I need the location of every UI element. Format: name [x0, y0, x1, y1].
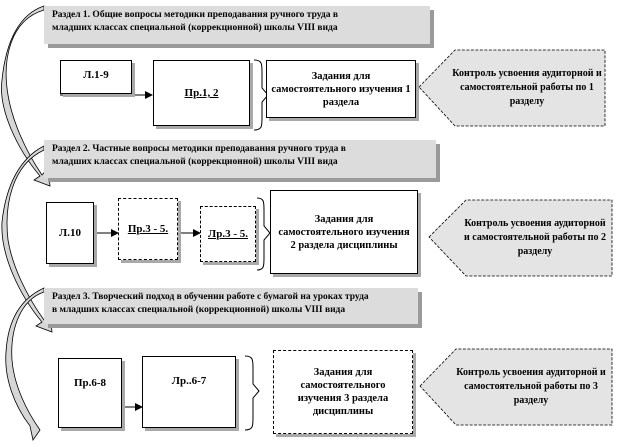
lab-label: Лр.3 - 5.: [208, 228, 248, 240]
control-shape-3: [419, 348, 613, 426]
lecture-label: Л.1-9: [83, 69, 109, 81]
practice-box-6-8: Пр.6-8: [58, 358, 122, 428]
curved-arrow-2: [1, 145, 53, 333]
curved-arrow-3: [5, 287, 45, 441]
practice-box-1-2: Пр.1, 2: [153, 60, 250, 126]
section-3-line2: в младших классах специальной (коррекцио…: [52, 305, 346, 315]
section-2-line1: Раздел 2. Частные вопросы методики препо…: [52, 144, 346, 154]
lecture-box-10: Л.10: [46, 202, 94, 264]
task-box-1: Задания для самостоятельного изучения 1 …: [266, 60, 416, 118]
practice-label: Пр.1, 2: [184, 87, 219, 99]
task-box-3: Задания для самостоятельного изучения 3 …: [273, 350, 413, 434]
section-3-line1: Раздел 3. Творческий подход в обучении р…: [52, 292, 369, 302]
section-1-line1: Раздел 1. Общие вопросы методики препода…: [52, 10, 338, 20]
bracket-row2: [256, 197, 271, 271]
control-text-2: Контроль усвоения аудиторной и самостоят…: [464, 218, 606, 257]
task-box-2: Задания для самостоятельного изучения 2 …: [270, 190, 418, 274]
control-text-1: Контроль усвоения аудиторной и самостоят…: [452, 68, 602, 107]
curved-arrow-1: [1, 5, 51, 187]
lab-box-6-7: Лр..6-7: [142, 356, 236, 428]
lecture-box-1-9: Л.1-9: [60, 60, 132, 94]
control-shape-2: [428, 199, 613, 277]
section-1-header: Раздел 1. Общие вопросы методики препода…: [44, 6, 430, 44]
control-text-3: Контроль усвоения аудиторной и самостоят…: [456, 367, 606, 406]
section-2-header: Раздел 2. Частные вопросы методики препо…: [44, 140, 436, 178]
bracket-row3: [244, 355, 260, 431]
section-3-header: Раздел 3. Творческий подход в обучении р…: [44, 288, 418, 324]
control-shape-1: [418, 49, 606, 127]
practice-label: Пр.6-8: [73, 377, 107, 389]
lab-box-3-5: Лр.3 - 5.: [200, 206, 256, 262]
task-label: Задания для самостоятельного изучения 3 …: [297, 367, 389, 417]
section-2-line2: младших классах специальной (коррекционн…: [52, 157, 338, 167]
section-1-line2: младших классах специальной (коррекционн…: [52, 23, 338, 33]
task-label: Задания для самостоятельного изучения 2 …: [278, 213, 410, 251]
practice-label: Пр.3 - 5.: [127, 223, 169, 235]
practice-box-3-5: Пр.3 - 5.: [118, 198, 178, 260]
lecture-label: Л.10: [59, 227, 81, 239]
lab-label: Лр..6-7: [171, 375, 207, 387]
task-label: Задания для самостоятельного изучения 1 …: [271, 70, 411, 108]
